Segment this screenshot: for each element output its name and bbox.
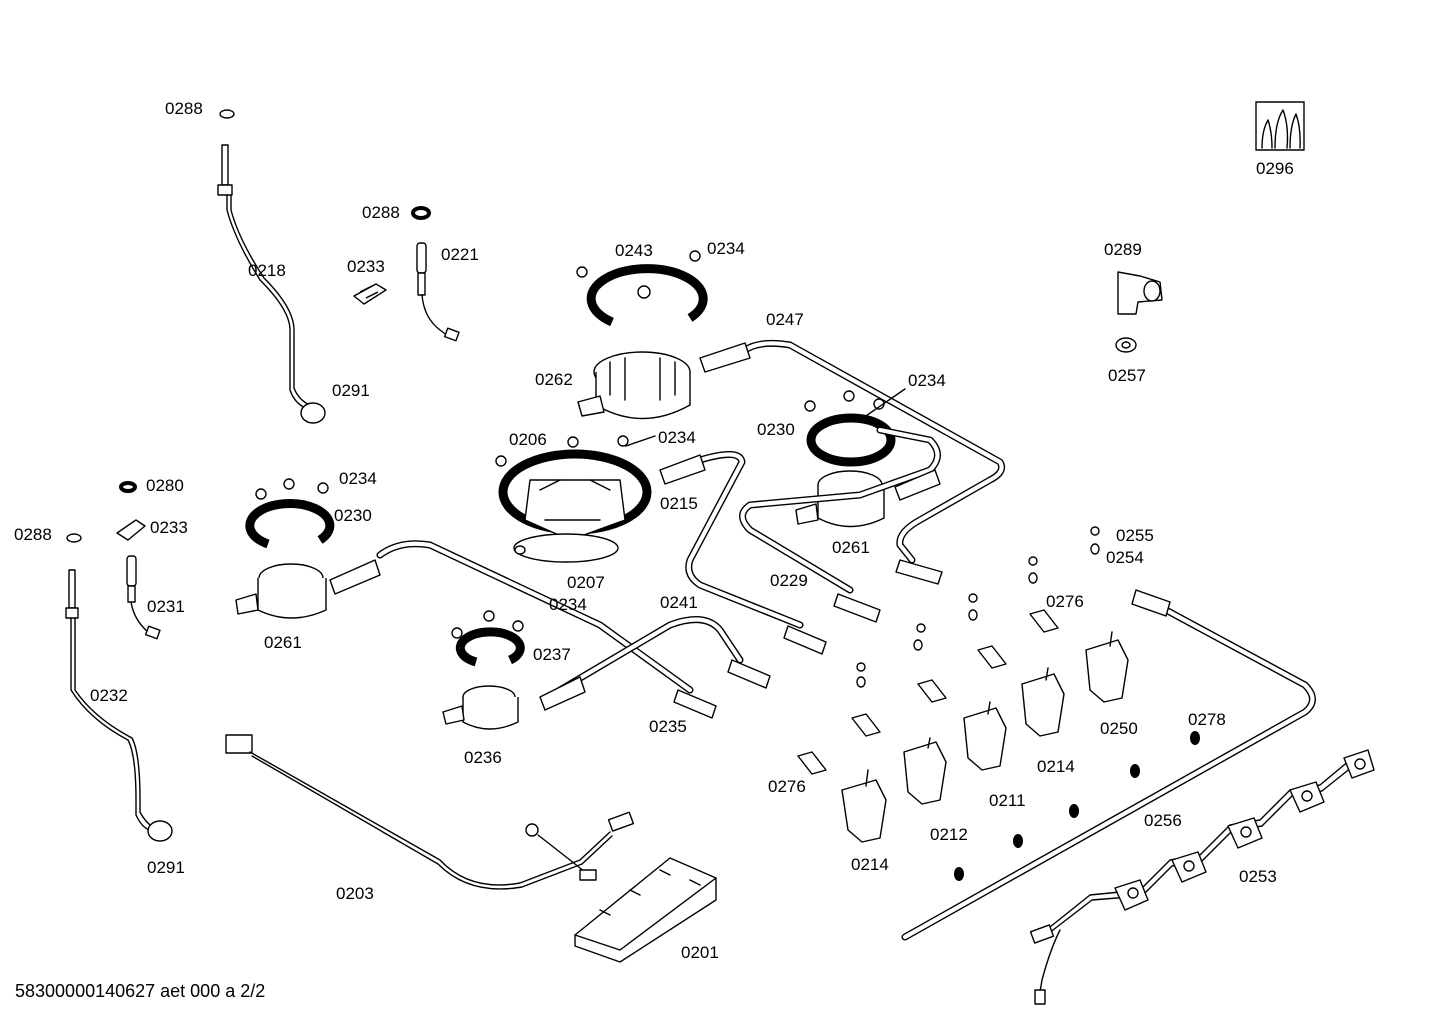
label-0218: 0218: [248, 261, 286, 280]
label-0206: 0206: [509, 430, 547, 449]
label-0276: 0276: [1046, 592, 1084, 611]
label-0212: 0212: [930, 825, 968, 844]
label-0230: 0230: [757, 420, 795, 439]
label-0234: 0234: [707, 239, 745, 258]
label-0241: 0241: [660, 593, 698, 612]
label-0231: 0231: [147, 597, 185, 616]
ignition-electrode-left: [116, 481, 161, 640]
label-0243: 0243: [615, 241, 653, 260]
gas-pipes: [329, 339, 1316, 941]
label-0234: 0234: [549, 595, 587, 614]
label-0291: 0291: [147, 858, 185, 877]
elbow-connector: [1115, 271, 1163, 353]
leader-lines: [625, 388, 906, 447]
label-0278: 0278: [1188, 710, 1226, 729]
label-0230: 0230: [334, 506, 372, 525]
label-0296: 0296: [1256, 159, 1294, 178]
label-0234: 0234: [339, 469, 377, 488]
label-0257: 0257: [1108, 366, 1146, 385]
label-0276: 0276: [768, 777, 806, 796]
label-0234: 0234: [658, 428, 696, 447]
burner-right: [795, 390, 896, 528]
label-0233: 0233: [347, 257, 385, 276]
label-0280: 0280: [146, 476, 184, 495]
label-0207: 0207: [567, 573, 605, 592]
flame-symbol-icon: [1255, 101, 1305, 151]
label-0253: 0253: [1239, 867, 1277, 886]
ignition-module: [574, 857, 717, 963]
label-0291: 0291: [332, 381, 370, 400]
label-0215: 0215: [660, 494, 698, 513]
thermocouple-top: [217, 109, 326, 424]
label-0247: 0247: [766, 310, 804, 329]
label-0262: 0262: [535, 370, 573, 389]
label-0232: 0232: [90, 686, 128, 705]
label-0256: 0256: [1144, 811, 1182, 830]
label-0201: 0201: [681, 943, 719, 962]
label-0250: 0250: [1100, 719, 1138, 738]
label-0237: 0237: [533, 645, 571, 664]
burner-left: [235, 478, 335, 619]
label-0288: 0288: [14, 525, 52, 544]
label-0254: 0254: [1106, 548, 1144, 567]
label-0235: 0235: [649, 717, 687, 736]
label-0214: 0214: [1037, 757, 1075, 776]
gas-valves: [797, 526, 1200, 881]
burner-large: [576, 250, 708, 420]
burner-small: [442, 610, 525, 730]
label-0288: 0288: [165, 99, 203, 118]
label-0289: 0289: [1104, 240, 1142, 259]
label-0221: 0221: [441, 245, 479, 264]
label-0214: 0214: [851, 855, 889, 874]
thermocouple-left: [65, 533, 173, 842]
label-0261: 0261: [264, 633, 302, 652]
wiring-harness: [225, 734, 635, 890]
label-0236: 0236: [464, 748, 502, 767]
switch-harness: [1029, 749, 1375, 1005]
label-0229: 0229: [770, 571, 808, 590]
label-0233: 0233: [150, 518, 188, 537]
label-0234: 0234: [908, 371, 946, 390]
label-0255: 0255: [1116, 526, 1154, 545]
label-0261: 0261: [832, 538, 870, 557]
burner-center: [495, 435, 652, 563]
document-code: 58300000140627 aet 000 a 2/2: [15, 981, 266, 1001]
label-0288: 0288: [362, 203, 400, 222]
ignition-electrode-top: [353, 206, 460, 342]
label-0211: 0211: [989, 791, 1026, 810]
label-0203: 0203: [336, 884, 374, 903]
